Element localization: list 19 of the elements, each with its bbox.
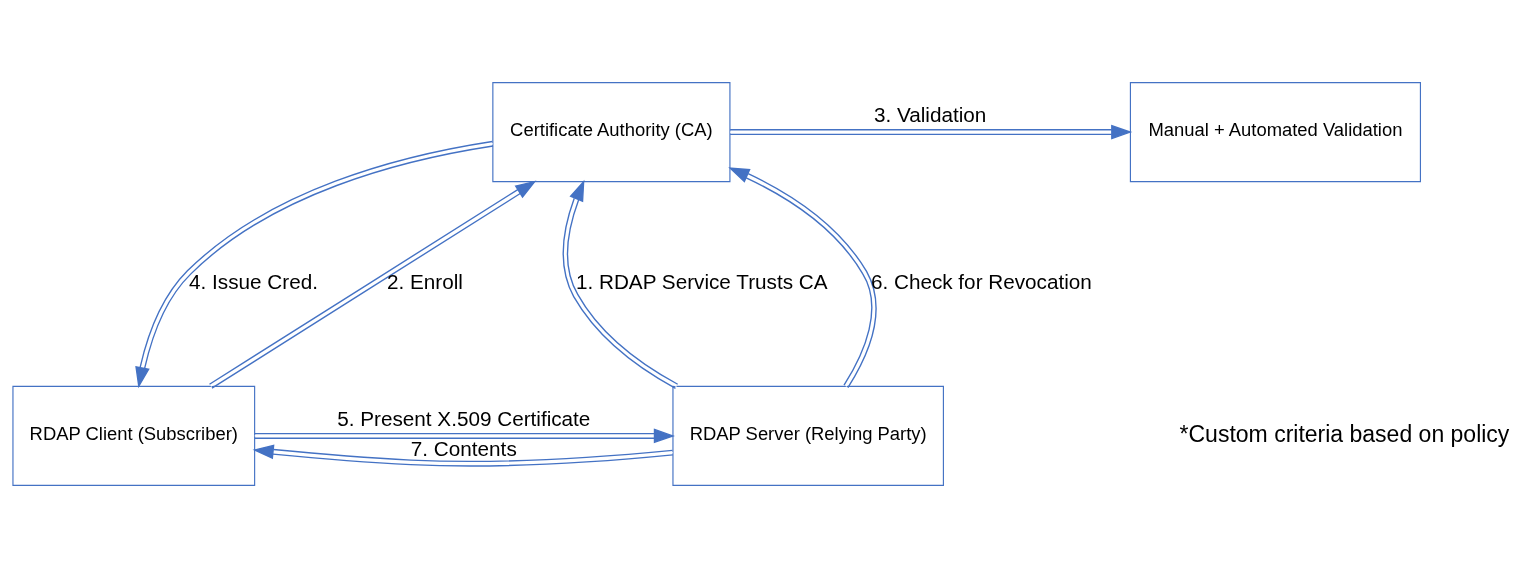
edge-label: 4. Issue Cred. <box>189 269 318 293</box>
arrow <box>729 124 1133 139</box>
edge-label: 5. Present X.509 Certificate <box>337 406 591 430</box>
edge-label: 2. Enroll <box>386 269 463 293</box>
arrow <box>254 428 675 443</box>
node-box: RDAP Client (Subscriber) <box>12 385 256 486</box>
arrow <box>562 179 679 389</box>
edge-label: 7. Contents <box>410 436 517 460</box>
label: *Custom criteria based on policy <box>1179 420 1510 447</box>
node-box: Manual + Automated Validation <box>1129 81 1421 182</box>
edge-label: 1. RDAP Service Trusts CA <box>575 269 828 293</box>
edge-label: 6. Check for Revocation <box>870 269 1092 293</box>
arrow <box>252 444 674 467</box>
node-box: RDAP Server (Relying Party) <box>672 385 944 486</box>
arrow <box>208 180 537 389</box>
node-box: Certificate Authority (CA) <box>492 81 731 182</box>
edge-label: 3. Validation <box>873 102 987 126</box>
arrow <box>135 140 494 388</box>
arrow <box>728 166 877 388</box>
